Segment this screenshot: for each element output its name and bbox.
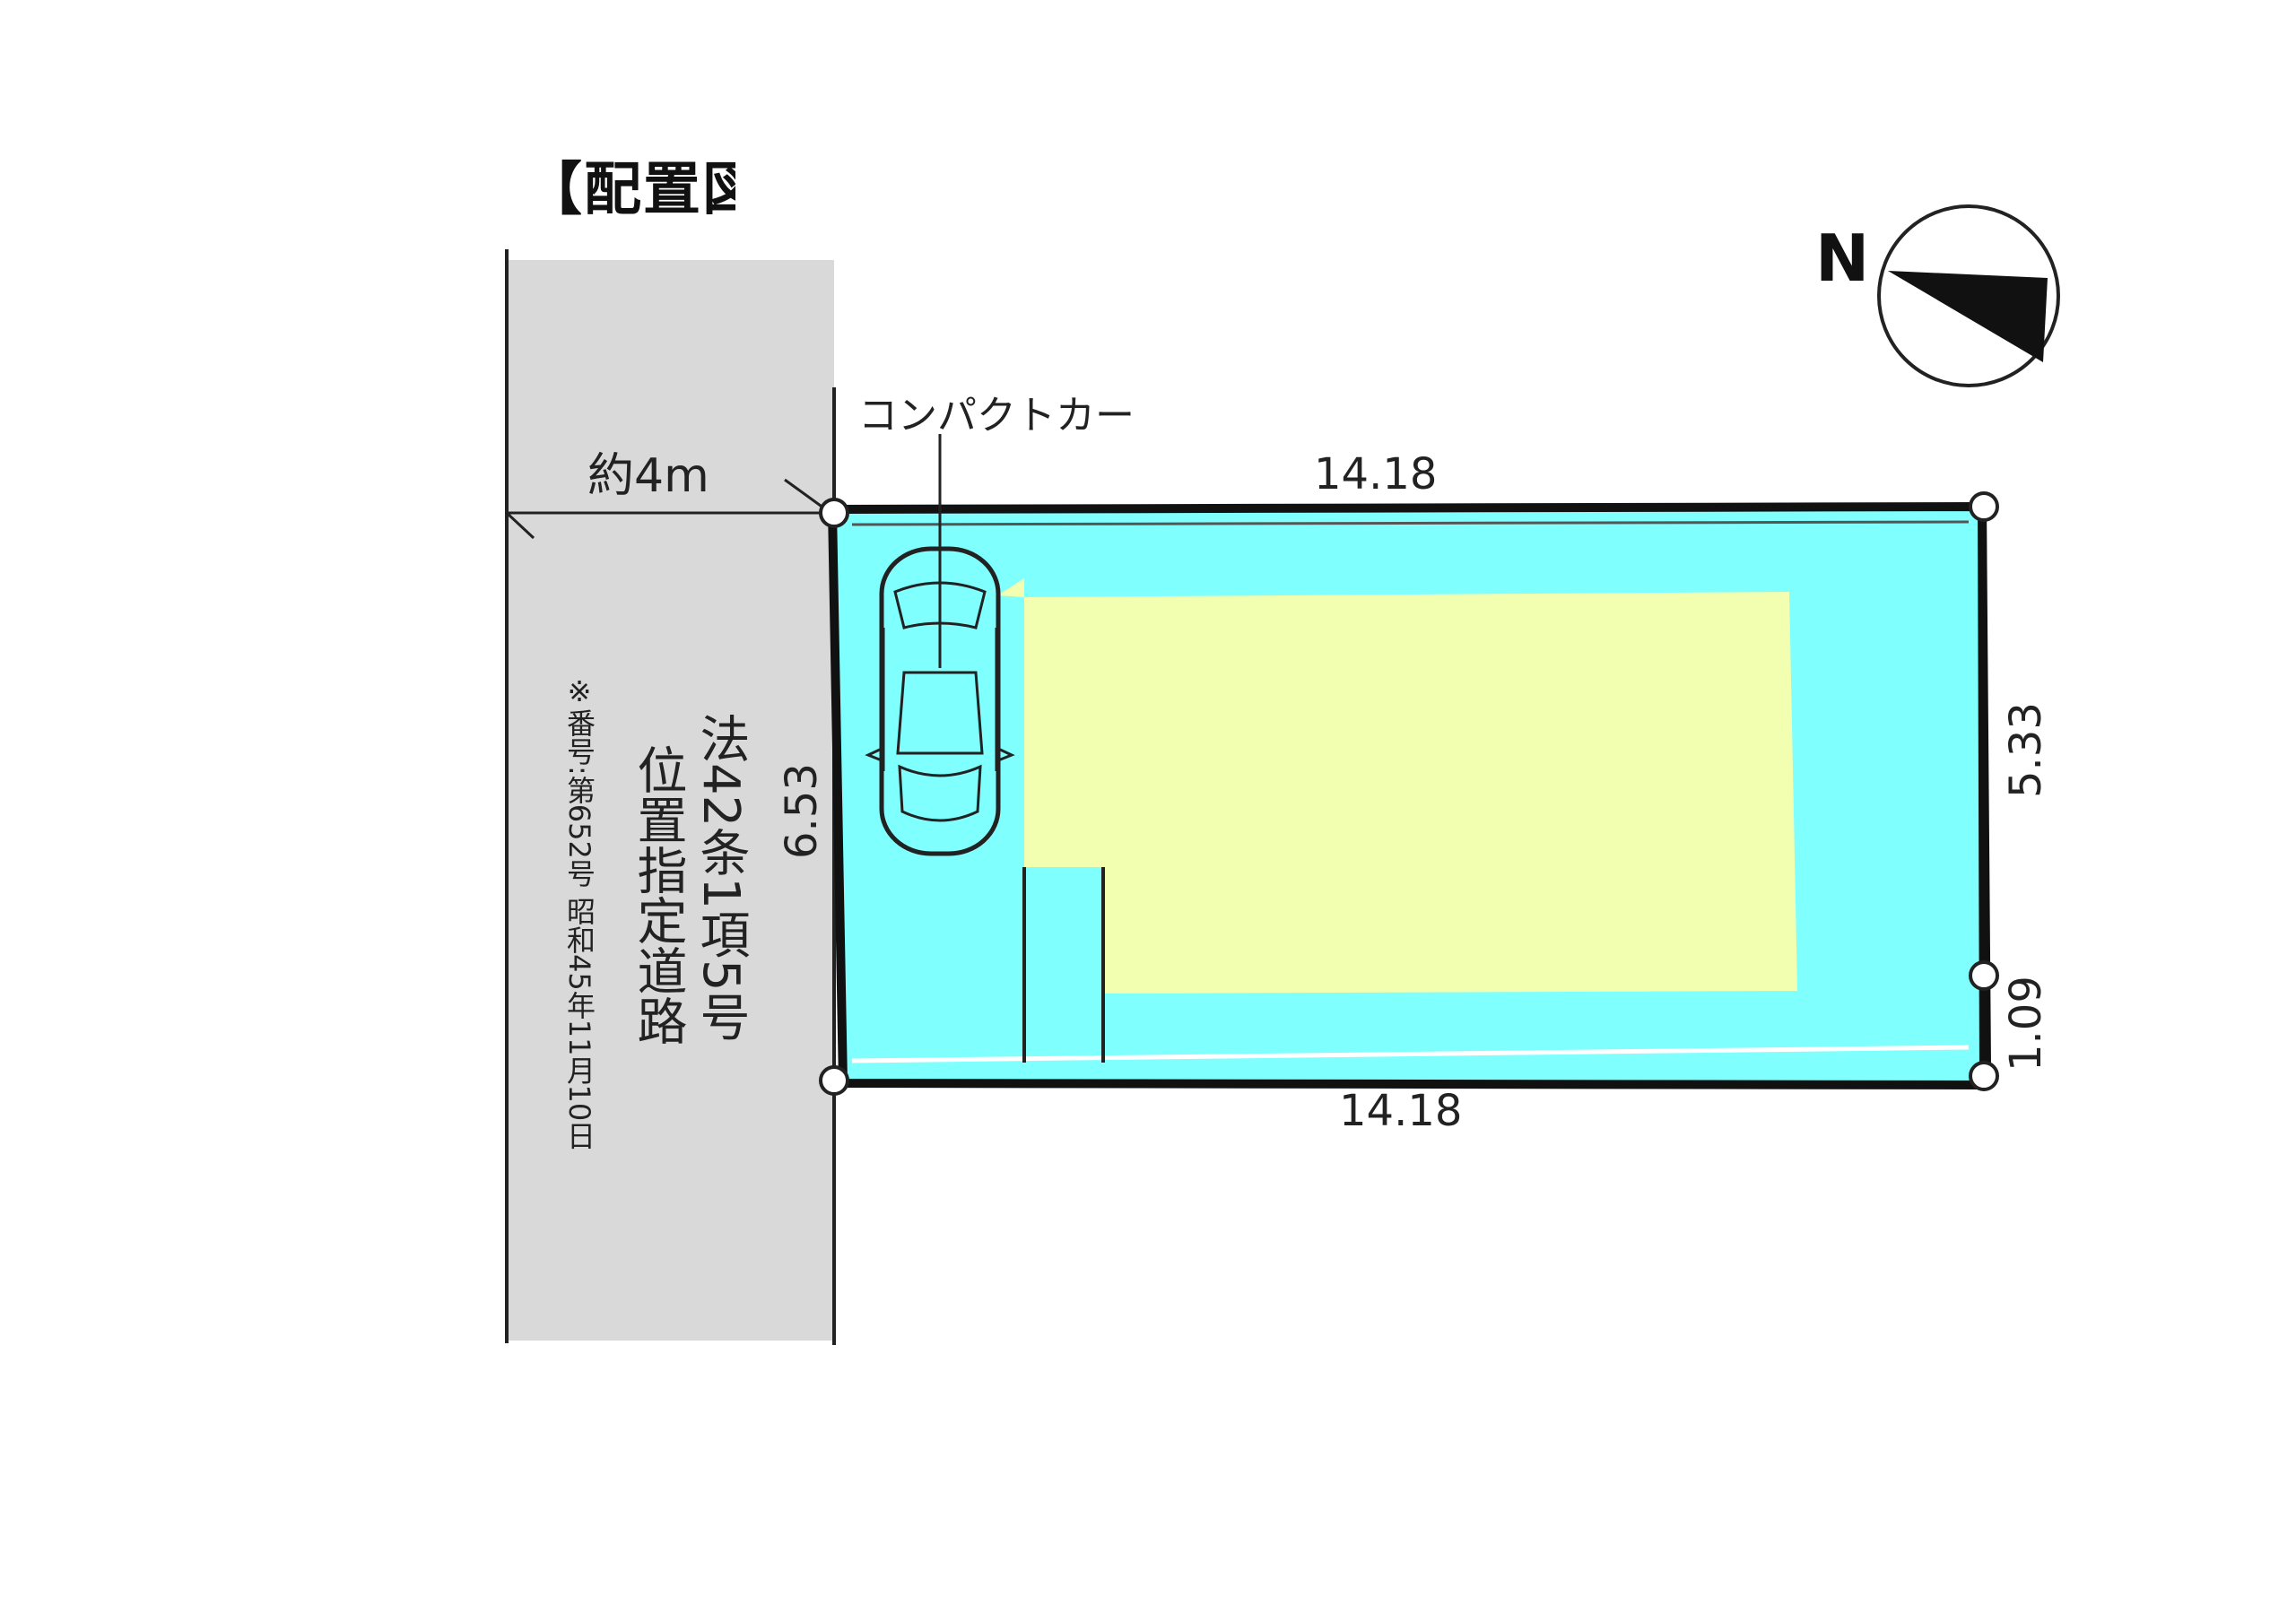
corner-marker-bottom-left: [819, 1065, 849, 1096]
road-note: ※番号:第652号 昭和45年11月10日: [562, 674, 596, 1150]
dimension-left: 6.53: [777, 763, 827, 859]
corner-marker-top-left: [819, 498, 849, 528]
corner-marker-right-mid: [1969, 960, 1999, 991]
road-area: [507, 260, 834, 1341]
lot-right-edge: [1978, 506, 1988, 1081]
road-designation-sub: 位置指定道路: [629, 744, 687, 1046]
dimension-right-lower: 1.09: [2001, 976, 2051, 1072]
dimension-bottom: 14.18: [1339, 1086, 1462, 1136]
dimension-right-upper: 5.33: [2001, 702, 2051, 798]
north-label: N: [1815, 221, 1870, 296]
building-footprint: [1024, 592, 1797, 994]
lot-inner-top-line: [851, 520, 1970, 526]
page-title: 【配置図: [525, 157, 735, 223]
corner-marker-top-right: [1969, 491, 1999, 522]
road-width-label: 約4m: [587, 449, 709, 503]
road-designation: 法42条1項5号: [691, 713, 750, 1042]
car-label: コンパクトカー: [858, 393, 1135, 438]
building-corner-mark: [997, 578, 1024, 597]
dimension-top: 14.18: [1314, 449, 1437, 499]
compass-icon: [1877, 204, 2060, 387]
road-width-tick-left: [505, 511, 535, 540]
corner-marker-bottom-right: [1969, 1061, 1999, 1091]
lot-inner-bottom-line: [851, 1045, 1970, 1063]
